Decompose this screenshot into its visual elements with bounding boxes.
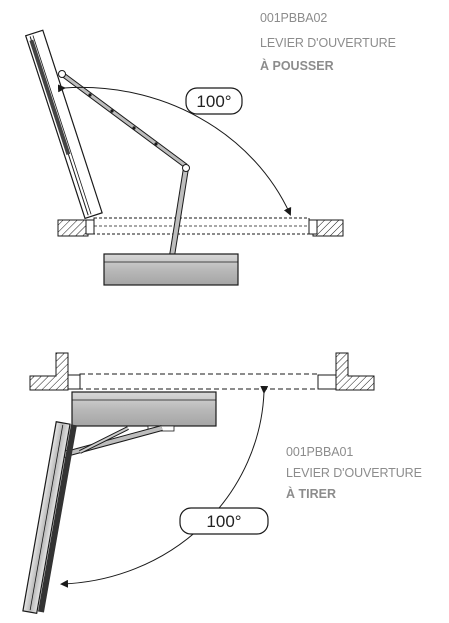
frame-stop-right (308, 219, 318, 235)
closed-door-outline (93, 217, 310, 235)
lever-arm-lower (169, 164, 190, 257)
code-top: 001PBBA02 (260, 11, 327, 25)
lever-type-top-line1: LEVIER D'OUVERTURE (260, 36, 396, 50)
wall-left-hatch (57, 219, 89, 237)
door-closer-body-bottom (71, 391, 217, 432)
lever-arm-bottom (62, 425, 163, 458)
wall-right-hatch-bottom (335, 352, 375, 391)
closed-door-outline-bottom (79, 373, 319, 390)
lever-type-bottom-line1: LEVIER D'OUVERTURE (286, 466, 422, 480)
angle-label-bottom: 100° (206, 512, 241, 531)
frame-stop-left-bottom (67, 374, 81, 390)
push-lever-diagram: 100° 001PBBA02 LEVIER D'OUVERTURE À POUS… (24, 11, 396, 286)
lever-type-bottom-line2: À TIRER (286, 486, 336, 501)
frame-stop-left (85, 219, 95, 235)
frame-stop-right-bottom (317, 374, 337, 390)
angle-label-top: 100° (196, 92, 231, 111)
lever-type-top-line2: À POUSSER (260, 58, 334, 73)
angle-box-bottom (179, 507, 269, 535)
angle-arc-top (57, 84, 292, 216)
open-door (24, 29, 103, 220)
pull-lever-diagram: 100° 001PBBA01 LEVIER D'OUVERTURE À TIRE… (22, 352, 422, 614)
angle-box-top (185, 87, 243, 115)
open-door-bottom (22, 421, 77, 614)
door-closer-body-top (103, 253, 239, 286)
code-bottom: 001PBBA01 (286, 445, 353, 459)
wall-left-hatch-bottom (29, 352, 69, 391)
